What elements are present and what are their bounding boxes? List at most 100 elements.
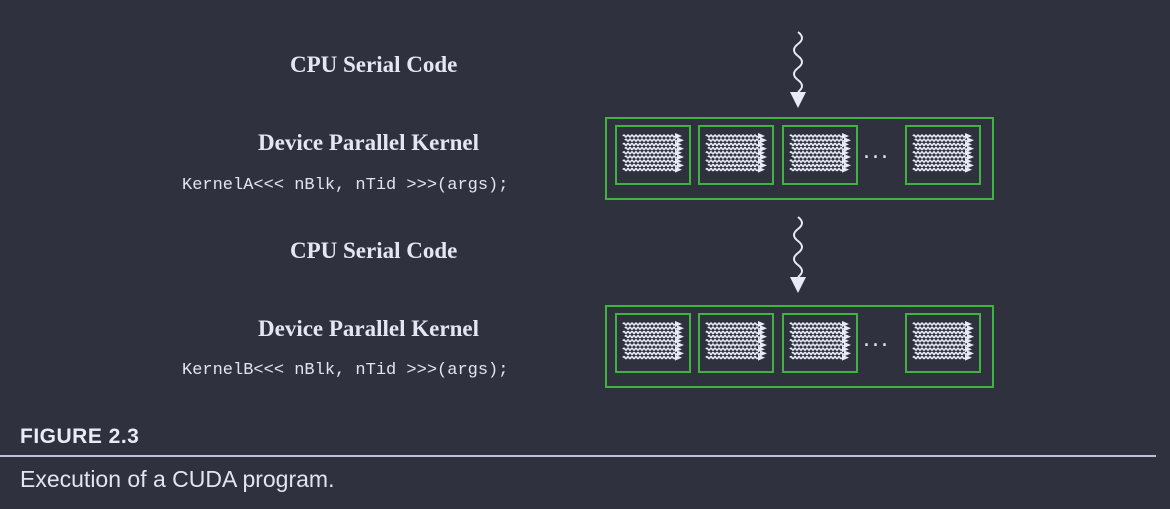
thread-squiggle (622, 330, 676, 335)
thread-arrowhead (965, 149, 972, 156)
thread-block (782, 313, 858, 373)
kernel-a-grid: ... (605, 117, 994, 200)
thread-arrowhead (965, 166, 972, 173)
thread-arrowhead (965, 337, 972, 344)
figure-caption: Execution of a CUDA program. (20, 466, 335, 492)
thread-arrowhead (842, 354, 849, 361)
thread-squiggle (622, 322, 676, 326)
thread-arrowhead (677, 342, 684, 348)
thread-arrowhead (758, 337, 765, 344)
thread-arrowhead (758, 321, 765, 327)
thread-squiggle (705, 167, 759, 172)
device-parallel-kernel-label-2: Device Parallel Kernel (258, 316, 479, 341)
thread-squiggle (791, 351, 845, 356)
thread-squiggle (791, 146, 845, 151)
thread-arrowhead (844, 342, 851, 348)
thread-arrowhead (675, 133, 682, 139)
thread-squiggle (791, 334, 845, 339)
thread-squiggle (789, 330, 843, 335)
thread-squiggle (912, 142, 966, 147)
thread-arrowhead (842, 329, 849, 336)
thread-squiggle (912, 339, 966, 343)
thread-squiggle (914, 163, 968, 168)
thread-arrowhead (675, 346, 682, 353)
thread-squiggle (624, 326, 678, 330)
thread-arrowhead (675, 158, 682, 165)
thread-squiggle (707, 351, 761, 356)
thread-squiggle (914, 326, 968, 330)
thread-block (615, 313, 691, 373)
thread-arrowhead (760, 325, 767, 332)
thread-arrowhead (842, 166, 849, 173)
thread-arrowhead (965, 158, 972, 165)
thread-squiggle (914, 138, 968, 142)
more-blocks-ellipsis: ... (863, 139, 890, 164)
thread-arrowhead (842, 141, 849, 148)
thread-squiggle (622, 142, 676, 147)
thread-arrowhead (675, 321, 682, 327)
thread-arrowhead (844, 154, 851, 160)
thread-squiggle (705, 339, 759, 343)
thread-arrowhead (760, 137, 767, 144)
thread-arrowhead (677, 162, 684, 169)
thread-arrowhead (758, 149, 765, 156)
thread-arrowhead (842, 158, 849, 165)
thread-arrowhead (758, 354, 765, 361)
thread-arrowhead (677, 350, 684, 357)
thread-arrowhead (760, 342, 767, 348)
kernel-a-launch-code: KernelA<<< nBlk, nTid >>>(args); (182, 176, 509, 195)
serial-flow-arrow-1 (790, 31, 806, 108)
more-blocks-ellipsis: ... (863, 327, 890, 352)
thread-arrowhead (967, 350, 974, 357)
thread-squiggle (707, 343, 761, 347)
thread-arrowhead (677, 145, 684, 152)
kernel-b-launch-code: KernelB<<< nBlk, nTid >>>(args); (182, 361, 509, 380)
thread-arrowhead (758, 346, 765, 353)
thread-arrowhead (965, 329, 972, 336)
thread-squiggle (705, 347, 759, 351)
thread-arrowhead (675, 141, 682, 148)
thread-squiggle (622, 134, 676, 138)
thread-squiggle (914, 343, 968, 347)
thread-squiggle (789, 142, 843, 147)
thread-arrowhead (760, 162, 767, 169)
thread-squiggle (707, 146, 761, 151)
thread-arrowhead (677, 154, 684, 160)
thread-squiggle (705, 322, 759, 326)
thread-squiggle (914, 351, 968, 356)
thread-arrowhead (844, 162, 851, 169)
device-parallel-kernel-label-1: Device Parallel Kernel (258, 130, 479, 155)
thread-arrowhead (760, 154, 767, 160)
thread-squiggle (791, 155, 845, 159)
thread-arrowhead (677, 137, 684, 144)
thread-arrowhead (965, 133, 972, 139)
thread-squiggle (912, 330, 966, 335)
thread-block (698, 125, 774, 185)
thread-squiggle (789, 159, 843, 163)
thread-arrowhead (967, 137, 974, 144)
thread-arrowhead (844, 325, 851, 332)
thread-arrowhead (844, 145, 851, 152)
thread-squiggle (622, 151, 676, 155)
thread-arrowhead (842, 346, 849, 353)
thread-squiggle (791, 326, 845, 330)
thread-arrowhead (760, 145, 767, 152)
thread-squiggle (707, 163, 761, 168)
caption-divider (0, 455, 1156, 457)
thread-arrowhead (758, 141, 765, 148)
thread-arrowhead (965, 346, 972, 353)
thread-squiggle (622, 339, 676, 343)
thread-squiggle (707, 334, 761, 339)
thread-squiggle (624, 138, 678, 142)
thread-block (905, 313, 981, 373)
thread-arrowhead (842, 321, 849, 327)
thread-squiggle (622, 167, 676, 172)
thread-squiggle (705, 330, 759, 335)
thread-squiggle (622, 355, 676, 360)
thread-arrowhead (675, 354, 682, 361)
thread-arrowhead (842, 337, 849, 344)
thread-arrowhead (675, 337, 682, 344)
thread-arrowhead (760, 350, 767, 357)
thread-squiggle (707, 326, 761, 330)
thread-arrowhead (967, 325, 974, 332)
